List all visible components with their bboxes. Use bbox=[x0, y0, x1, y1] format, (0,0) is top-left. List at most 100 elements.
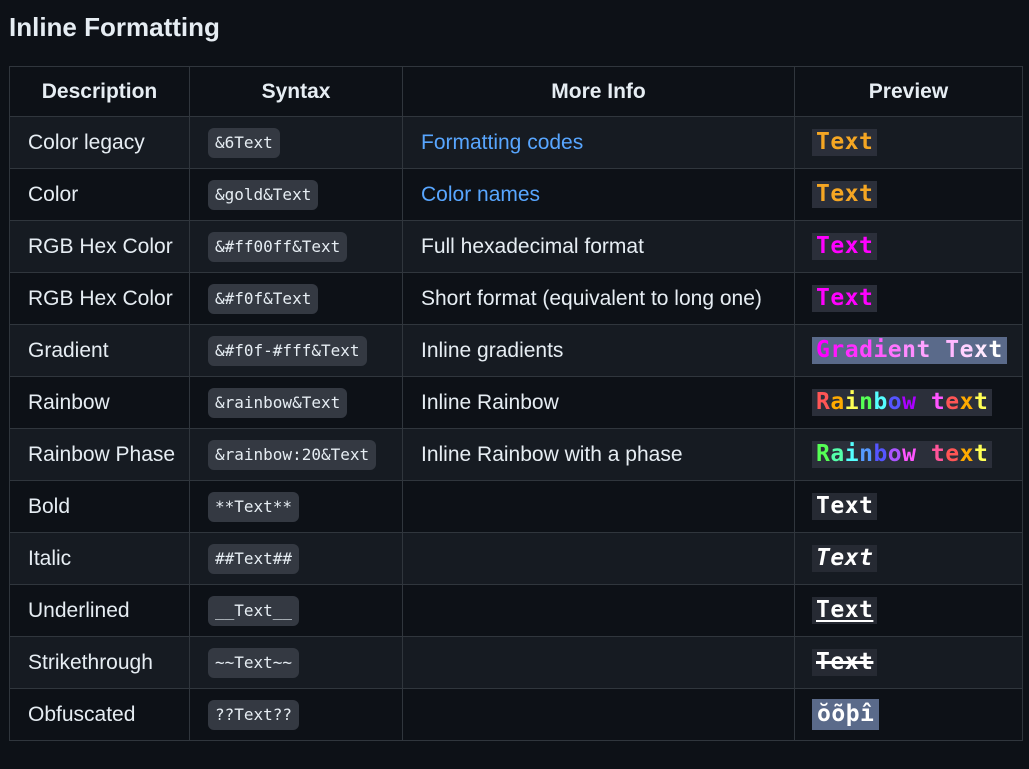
preview-gold: Text bbox=[812, 181, 878, 208]
color-names-link[interactable]: Color names bbox=[421, 182, 541, 206]
syntax-code: &#ff00ff&Text bbox=[208, 231, 348, 262]
preview-char: t bbox=[916, 337, 931, 363]
preview-bold: Text bbox=[812, 493, 878, 520]
row-description: Gradient bbox=[9, 324, 190, 377]
syntax-code: ~~Text~~ bbox=[208, 647, 300, 678]
formatting-codes-link[interactable]: Formatting codes bbox=[421, 130, 584, 154]
table-row: Bold **Text** Text bbox=[9, 480, 1023, 533]
table-row: Gradient &#f0f-#fff&Text Inline gradient… bbox=[9, 324, 1023, 377]
preview-char: x bbox=[959, 389, 974, 415]
row-description: Underlined bbox=[9, 584, 190, 637]
preview-underline: Text bbox=[812, 597, 878, 624]
syntax-code: &#f0f-#fff&Text bbox=[208, 335, 367, 366]
preview-gradient: Gradient Text bbox=[812, 337, 1007, 364]
row-description: Bold bbox=[9, 480, 190, 533]
row-info bbox=[402, 636, 795, 689]
preview-char: n bbox=[859, 389, 874, 415]
preview-char bbox=[931, 337, 945, 363]
row-description: Strikethrough bbox=[9, 636, 190, 689]
preview-char: a bbox=[844, 337, 860, 363]
preview-char: x bbox=[959, 441, 974, 467]
preview-char: e bbox=[945, 441, 960, 467]
preview-char: r bbox=[830, 337, 845, 363]
header-syntax: Syntax bbox=[189, 66, 403, 117]
row-description: RGB Hex Color bbox=[9, 272, 190, 325]
preview-char: R bbox=[816, 441, 831, 467]
row-info: Inline gradients bbox=[402, 324, 795, 377]
preview-char: e bbox=[959, 337, 974, 363]
preview-strikethrough: Text bbox=[812, 649, 878, 676]
syntax-code: &gold&Text bbox=[208, 179, 319, 210]
preview-char bbox=[917, 441, 931, 467]
row-info bbox=[402, 584, 795, 637]
preview-char: d bbox=[859, 337, 874, 363]
row-info: Short format (equivalent to long one) bbox=[402, 272, 795, 325]
row-description: Obfuscated bbox=[9, 688, 190, 741]
preview-char: i bbox=[844, 441, 860, 467]
preview-char bbox=[917, 389, 931, 415]
row-description: Rainbow bbox=[9, 376, 190, 429]
preview-char: t bbox=[930, 389, 946, 415]
table-row: Rainbow Phase &rainbow:20&Text Inline Ra… bbox=[9, 428, 1023, 481]
formatting-table: Description Syntax More Info Preview Col… bbox=[9, 66, 1023, 741]
table-row: Obfuscated ??Text?? ŏõþî bbox=[9, 688, 1023, 741]
row-info: Inline Rainbow bbox=[402, 376, 795, 429]
row-description: Italic bbox=[9, 532, 190, 585]
preview-char: e bbox=[945, 389, 960, 415]
preview-char: w bbox=[902, 441, 917, 467]
preview-char: t bbox=[930, 441, 946, 467]
row-description: RGB Hex Color bbox=[9, 220, 190, 273]
table-row: Underlined __Text__ Text bbox=[9, 584, 1023, 637]
preview-char: w bbox=[902, 389, 917, 415]
preview-char: e bbox=[887, 337, 903, 363]
table-row: Color legacy &6Text Formatting codes Tex… bbox=[9, 116, 1023, 169]
table-row: RGB Hex Color &#ff00ff&Text Full hexadec… bbox=[9, 220, 1023, 273]
preview-char: R bbox=[816, 389, 831, 415]
syntax-code: **Text** bbox=[208, 491, 300, 522]
table-row: Color &gold&Text Color names Text bbox=[9, 168, 1023, 221]
table-row: Strikethrough ~~Text~~ Text bbox=[9, 636, 1023, 689]
row-info bbox=[402, 688, 795, 741]
preview-char: a bbox=[830, 389, 845, 415]
row-description: Rainbow Phase bbox=[9, 428, 190, 481]
row-info bbox=[402, 480, 795, 533]
preview-char: t bbox=[973, 389, 989, 415]
preview-italic: Text bbox=[812, 545, 878, 572]
preview-char: T bbox=[945, 337, 960, 363]
syntax-code: __Text__ bbox=[208, 595, 300, 626]
row-description: Color bbox=[9, 168, 190, 221]
preview-char: b bbox=[873, 389, 888, 415]
preview-gold: Text bbox=[812, 129, 878, 156]
syntax-code: ??Text?? bbox=[208, 699, 300, 730]
table-header-row: Description Syntax More Info Preview bbox=[9, 66, 1023, 117]
preview-obfuscated: ŏõþî bbox=[812, 699, 880, 730]
syntax-code: &rainbow&Text bbox=[208, 387, 348, 418]
table-row: Italic ##Text## Text bbox=[9, 532, 1023, 585]
preview-char: G bbox=[816, 337, 831, 363]
preview-char: x bbox=[973, 337, 989, 363]
row-info: Full hexadecimal format bbox=[402, 220, 795, 273]
preview-magenta: Text bbox=[812, 233, 878, 260]
table-row: Rainbow &rainbow&Text Inline Rainbow Rai… bbox=[9, 376, 1023, 429]
syntax-code: &#f0f&Text bbox=[208, 283, 319, 314]
syntax-code: ##Text## bbox=[208, 543, 300, 574]
preview-char: a bbox=[830, 441, 845, 467]
preview-char: t bbox=[973, 441, 989, 467]
page-title: Inline Formatting bbox=[9, 12, 220, 42]
header-preview: Preview bbox=[794, 66, 1023, 117]
preview-char: b bbox=[873, 441, 888, 467]
syntax-code: &rainbow:20&Text bbox=[208, 439, 377, 470]
preview-char: t bbox=[988, 337, 1003, 363]
preview-magenta: Text bbox=[812, 285, 878, 312]
header-description: Description bbox=[9, 66, 190, 117]
table-row: RGB Hex Color &#f0f&Text Short format (e… bbox=[9, 272, 1023, 325]
row-info: Inline Rainbow with a phase bbox=[402, 428, 795, 481]
header-more-info: More Info bbox=[402, 66, 795, 117]
preview-char: i bbox=[873, 337, 888, 363]
preview-char: i bbox=[844, 389, 860, 415]
row-description: Color legacy bbox=[9, 116, 190, 169]
row-info bbox=[402, 532, 795, 585]
preview-char: n bbox=[859, 441, 874, 467]
preview-rainbow-phase: Rainbow text bbox=[812, 441, 993, 468]
